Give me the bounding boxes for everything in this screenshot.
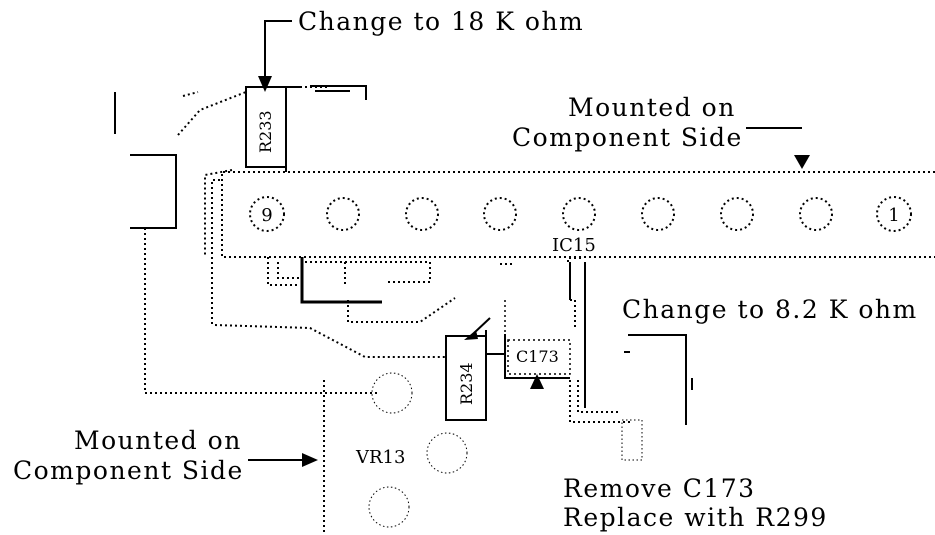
c173-capacitor: C173: [504, 262, 643, 461]
c173-label: C173: [516, 347, 559, 366]
vr13-label: VR13: [355, 447, 405, 468]
remove-c173-note: Remove C173 Replace with R299: [563, 474, 828, 532]
vr13-area: VR13: [323, 372, 468, 535]
r233-change-note: Change to 18 K ohm: [298, 7, 584, 36]
ic15-package: 9 1 IC15: [221, 171, 935, 258]
r233-label: R233: [256, 110, 275, 153]
mounted-top-line2: Component Side: [512, 123, 743, 152]
r234-label: R234: [457, 362, 476, 405]
mounted-top-callout: Mounted on Component Side: [512, 93, 810, 169]
r233-resistor: R233: [245, 86, 300, 172]
mounted-left-line1: Mounted on: [74, 426, 242, 455]
mounted-left-line2: Component Side: [13, 456, 244, 485]
remove-line2: Replace with R299: [563, 503, 828, 532]
r234-change-note: Change to 8.2 K ohm: [622, 295, 918, 324]
ic15-pin-1: 1: [888, 205, 899, 226]
ic15-pin-9: 9: [261, 205, 272, 226]
left-wiring: [114, 85, 380, 394]
mounted-top-line1: Mounted on: [568, 93, 736, 122]
center-traces: [214, 257, 581, 358]
mounted-left-callout: Mounted on Component Side: [13, 426, 318, 485]
ic15-label: IC15: [552, 235, 596, 256]
r234-change-callout: Change to 8.2 K ohm: [622, 295, 918, 425]
remove-line1: Remove C173: [563, 474, 756, 503]
r234-resistor: R234: [445, 317, 505, 421]
r233-change-callout: Change to 18 K ohm: [258, 7, 584, 92]
